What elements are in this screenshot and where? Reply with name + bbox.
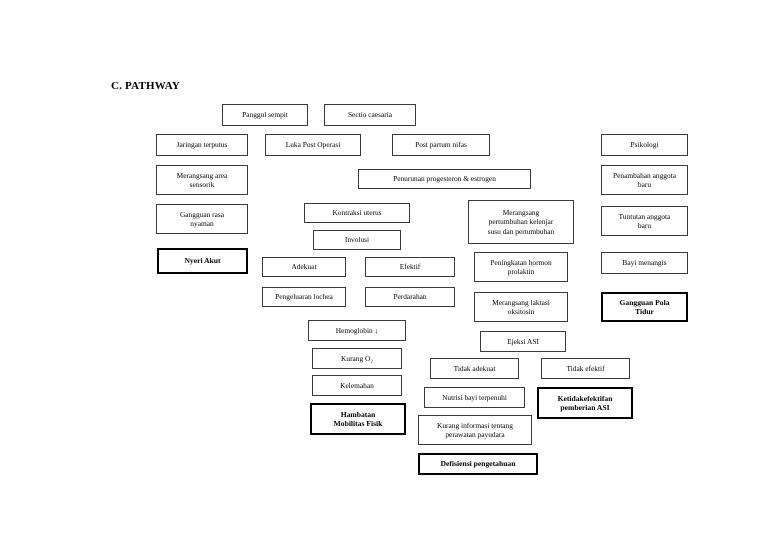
node-luka-post-operasi[interactable]: Luka Post Operasi	[265, 134, 361, 156]
node-label: Merangsang pertumbuhan kelenjar susu dan…	[487, 208, 555, 236]
node-label: Efektif	[399, 262, 421, 272]
node-gangguan-rasa-nyaman[interactable]: Gangguan rasa nyaman	[156, 204, 248, 234]
node-merangsang-laktasi-oksitosin[interactable]: Merangsang laktasi oksitosin	[474, 292, 568, 322]
node-label: Merangsang area sensorik	[176, 170, 228, 189]
node-label: Psikologi	[630, 140, 659, 150]
node-nyeri-akut[interactable]: Nyeri Akut	[157, 248, 248, 274]
node-label: Jaringan terputus	[176, 140, 228, 150]
node-kurang-o2[interactable]: Kurang O₂	[312, 348, 402, 369]
node-label: Pengeluaran lochea	[275, 292, 333, 302]
node-label: Tidak efektif	[566, 363, 605, 373]
node-post-partum-nifas[interactable]: Post partum nifas	[392, 134, 490, 156]
node-tidak-efektif[interactable]: Tidak efektif	[541, 358, 630, 379]
node-psikologi[interactable]: Psikologi	[601, 134, 688, 156]
node-label: Nyeri Akut	[184, 256, 221, 266]
node-pengeluaran-lochea[interactable]: Pengeluaran lochea	[262, 287, 346, 307]
node-peningkatan-hormon-prolaktin[interactable]: Peningkatan hormon prolaktin	[474, 252, 568, 282]
node-label: Perdarahan	[393, 292, 427, 302]
node-panggul-sempit[interactable]: Panggul sempit	[222, 104, 308, 126]
node-label: Hemoglobin ↓	[335, 325, 379, 335]
node-label: Ejeksi ASI	[507, 336, 539, 346]
node-label: Tidak adekuat	[453, 363, 496, 373]
node-label: Post partum nifas	[415, 140, 467, 150]
node-label: Defisiensi pengetahuan	[440, 459, 516, 469]
node-perdarahan[interactable]: Perdarahan	[365, 287, 455, 307]
node-kontraksi-uterus[interactable]: Kontraksi uterus	[304, 203, 410, 223]
node-label: Merangsang laktasi oksitosin	[492, 297, 550, 316]
node-efektif[interactable]: Efektif	[365, 257, 455, 277]
node-involusi[interactable]: Involusi	[313, 230, 401, 250]
node-label: Sectio caesaria	[347, 110, 393, 120]
node-gangguan-pola-tidur[interactable]: Gangguan Pola Tidur	[601, 292, 688, 322]
node-sectio-caesaria[interactable]: Sectio caesaria	[324, 104, 416, 126]
node-label: Kurang informasi tentang perawatan payud…	[437, 420, 513, 439]
node-ketidakefektifan-pemberian-asi[interactable]: Ketidakefektifan pemberian ASI	[537, 387, 633, 419]
node-label: Hambatan Mobilitas Fisik	[333, 409, 383, 428]
node-label: Gangguan Pola Tidur	[619, 297, 670, 316]
node-label: Bayi menangis	[622, 258, 667, 268]
node-merangsang-area-sensorik[interactable]: Merangsang area sensorik	[156, 165, 248, 195]
node-label: Tuntutan anggota baru	[618, 211, 671, 230]
node-ejeksi-asi[interactable]: Ejeksi ASI	[480, 331, 566, 352]
node-hemoglobin-turun[interactable]: Hemoglobin ↓	[308, 320, 406, 341]
node-label: Adekuat	[291, 262, 317, 272]
page-title: C. PATHWAY	[111, 80, 181, 92]
node-hambatan-mobilitas-fisik[interactable]: Hambatan Mobilitas Fisik	[310, 403, 406, 435]
node-tuntutan-anggota-baru[interactable]: Tuntutan anggota baru	[601, 206, 688, 236]
node-label: Luka Post Operasi	[285, 140, 341, 150]
node-label: Kurang O₂	[341, 353, 373, 363]
node-label: Kontraksi uterus	[332, 208, 382, 218]
node-defisiensi-pengetahuan[interactable]: Defisiensi pengetahuan	[418, 453, 538, 475]
node-merangsang-pertumbuhan-kelenjar-susu[interactable]: Merangsang pertumbuhan kelenjar susu dan…	[468, 200, 574, 244]
node-label: Peningkatan hormon prolaktin	[490, 257, 552, 276]
node-kelemahan[interactable]: Kelemahan	[312, 375, 402, 396]
node-label: Nutrisi bayi terpenuhi	[442, 392, 507, 402]
node-label: Kelemahan	[340, 380, 374, 390]
node-label: Ketidakefektifan pemberian ASI	[557, 393, 613, 412]
node-label: Panggul sempit	[242, 110, 288, 120]
node-adekuat[interactable]: Adekuat	[262, 257, 346, 277]
node-label: Involusi	[344, 235, 370, 245]
node-tidak-adekuat[interactable]: Tidak adekuat	[430, 358, 519, 379]
node-nutrisi-bayi-terpenuhi[interactable]: Nutrisi bayi terpenuhi	[424, 387, 525, 408]
node-kurang-informasi-perawatan-payudara[interactable]: Kurang informasi tentang perawatan payud…	[418, 415, 532, 445]
node-label: Penurunan progesteron & estrogen	[393, 174, 496, 184]
node-penambahan-anggota-baru[interactable]: Penambahan anggota baru	[601, 165, 688, 195]
node-label: Gangguan rasa nyaman	[179, 209, 225, 228]
node-bayi-menangis[interactable]: Bayi menangis	[601, 252, 688, 274]
node-jaringan-terputus[interactable]: Jaringan terputus	[156, 134, 248, 156]
node-label: Penambahan anggota baru	[612, 170, 676, 189]
node-penurunan-progesteron-estrogen[interactable]: Penurunan progesteron & estrogen	[358, 169, 531, 189]
